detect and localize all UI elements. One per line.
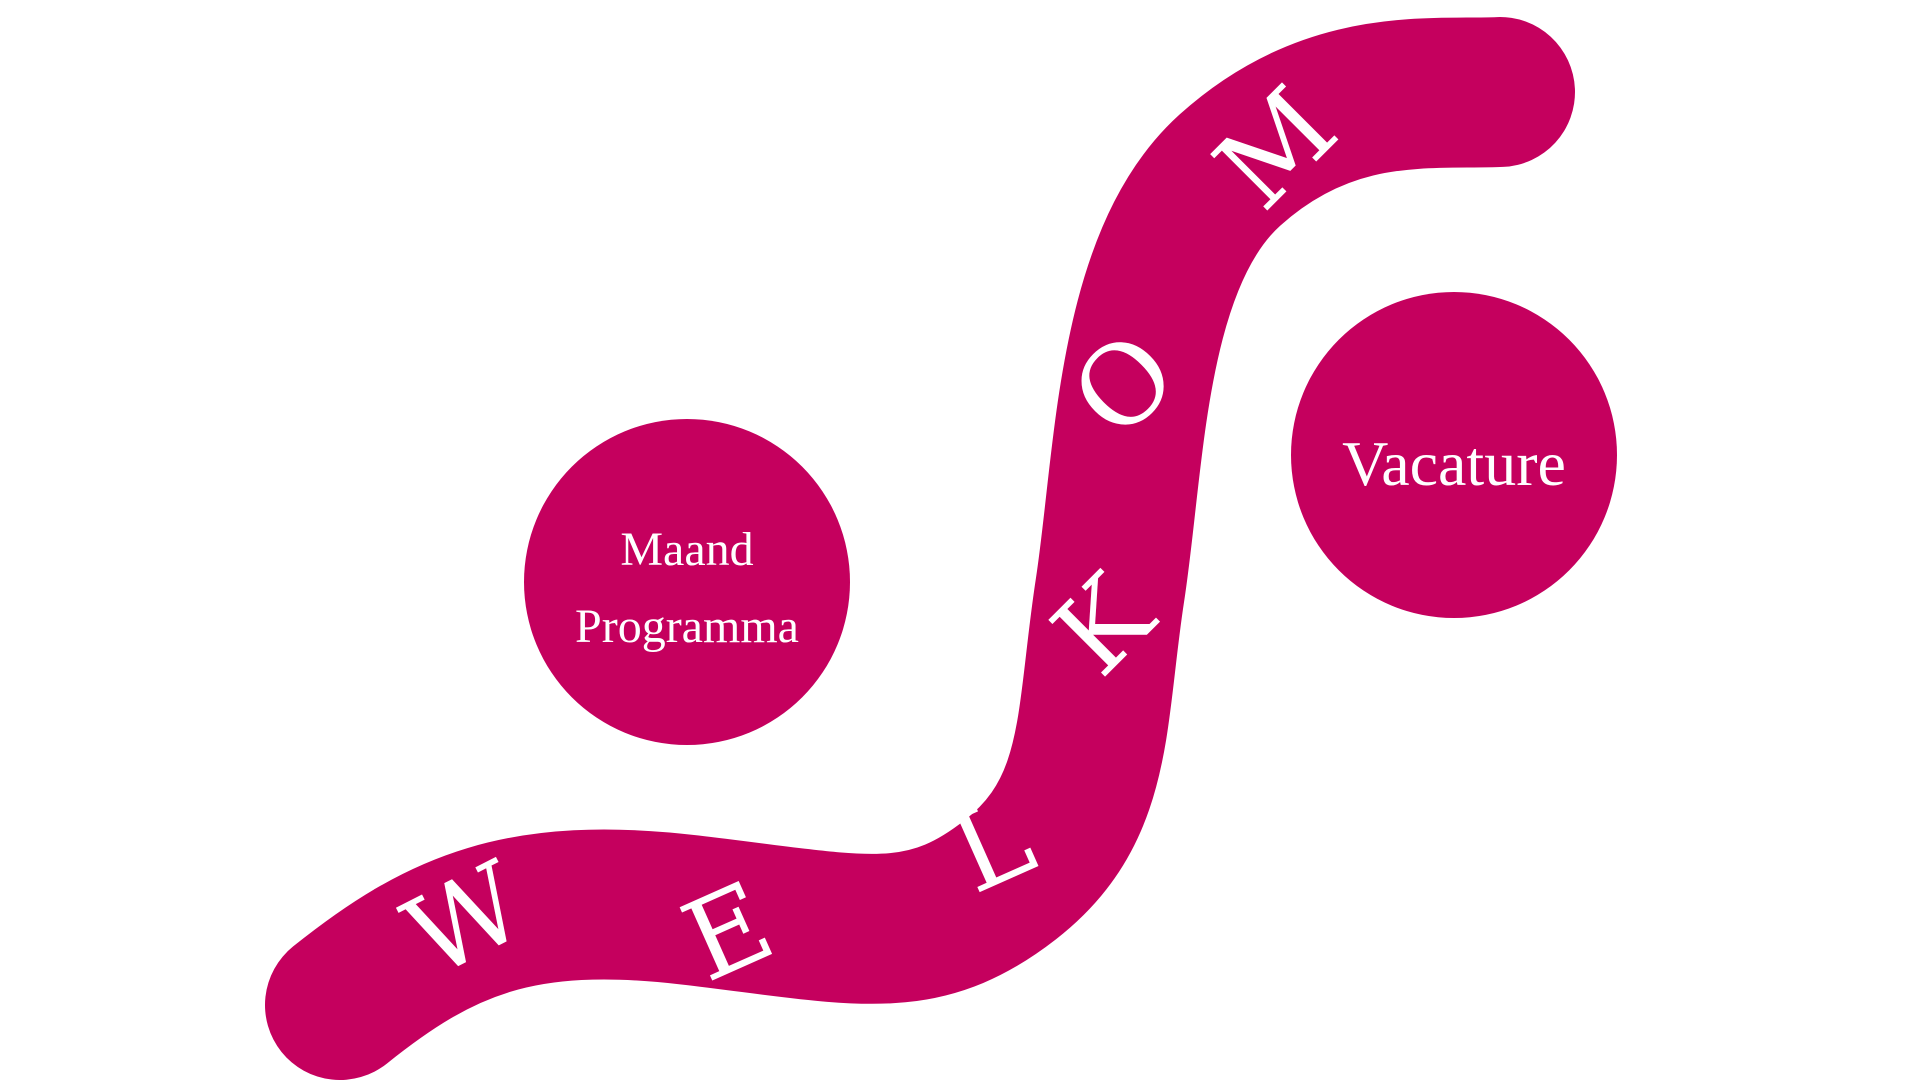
vacancy-button[interactable]: Vacature	[1291, 292, 1617, 618]
welcome-ribbon	[265, 17, 1575, 1080]
monthly-program-label-line2: Programma	[575, 600, 799, 653]
monthly-program-label-line1: Maand	[620, 523, 753, 576]
monthly-program-circle	[524, 419, 850, 745]
vacancy-label: Vacature	[1342, 428, 1566, 499]
vacancy-circle	[1291, 292, 1617, 618]
monthly-program-button[interactable]: Maand Programma	[524, 419, 850, 745]
